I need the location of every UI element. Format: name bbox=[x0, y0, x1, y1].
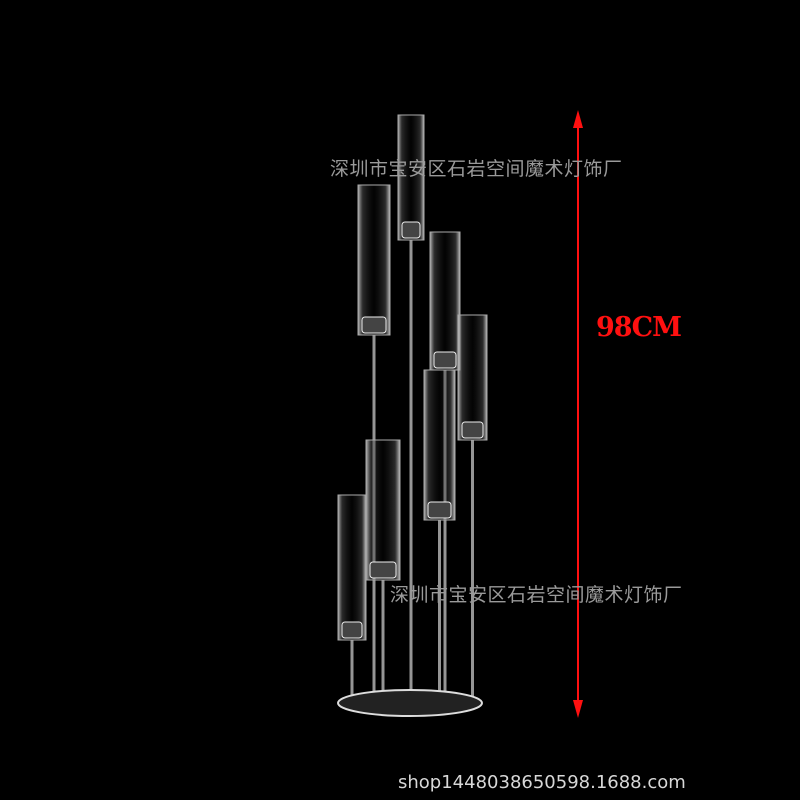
candle-cup bbox=[341, 621, 363, 639]
height-label: 98CM bbox=[596, 312, 682, 343]
glass-tube bbox=[337, 494, 367, 641]
shop-url: shop1448038650598.1688.com bbox=[398, 772, 686, 793]
glass-tubes bbox=[337, 114, 488, 641]
glass-tube bbox=[429, 231, 461, 371]
glass-tube bbox=[457, 314, 488, 441]
round-base bbox=[337, 689, 483, 717]
glass-tube bbox=[397, 114, 425, 241]
watermark-top: 深圳市宝安区石岩空间魔术灯饰厂 bbox=[330, 158, 623, 180]
candle-cup bbox=[401, 221, 421, 239]
candle-cup bbox=[427, 501, 452, 519]
candle-cup bbox=[433, 351, 457, 369]
candle-cup bbox=[461, 421, 484, 439]
candle-cup bbox=[361, 316, 387, 334]
glass-tube bbox=[357, 184, 391, 336]
candle-cup bbox=[369, 561, 397, 579]
glass-tube bbox=[423, 369, 456, 521]
glass-tube bbox=[365, 439, 401, 581]
watermark-middle: 深圳市宝安区石岩空间魔术灯饰厂 bbox=[390, 584, 683, 606]
height-arrow bbox=[573, 110, 583, 718]
